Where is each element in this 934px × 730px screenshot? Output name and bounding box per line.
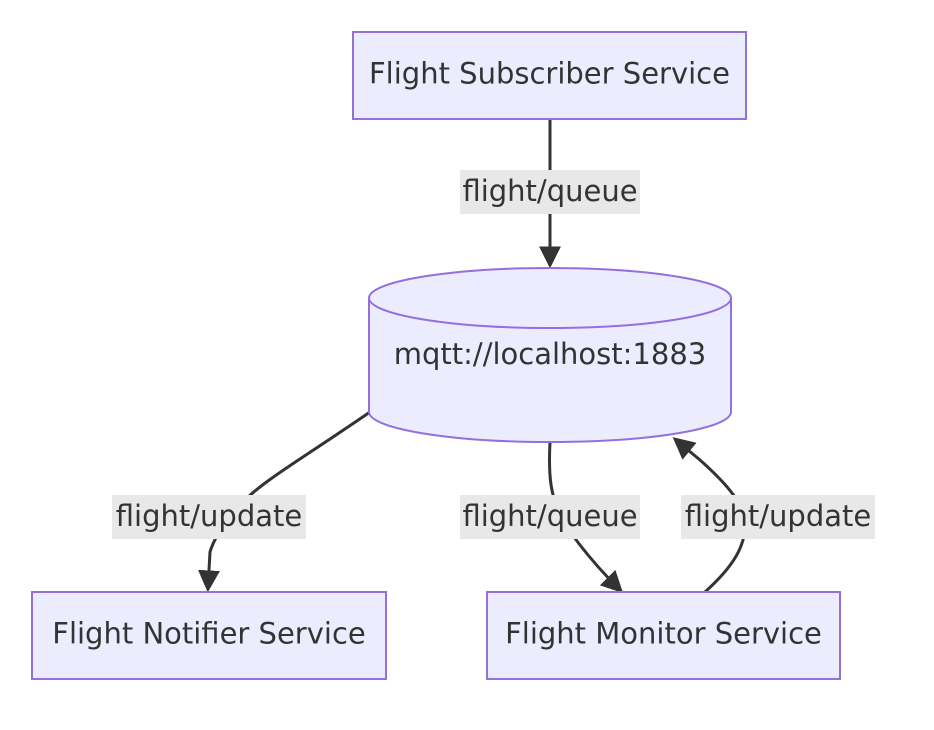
node-label-broker: mqtt://localhost:1883 — [394, 337, 706, 371]
node-flight-subscriber-service[interactable]: Flight Subscriber Service — [352, 31, 747, 120]
node-flight-monitor-service[interactable]: Flight Monitor Service — [486, 591, 841, 680]
edge-label-text: flight/update — [685, 499, 871, 533]
node-label-subscriber: Flight Subscriber Service — [369, 57, 730, 91]
node-label-notifier: Flight Notifier Service — [52, 617, 365, 651]
edge-label-subscriber-to-broker: flight/queue — [460, 170, 640, 214]
edge-label-monitor-to-broker: flight/update — [681, 495, 875, 539]
edge-label-broker-to-monitor: flight/queue — [460, 495, 640, 539]
edge-label-text: flight/queue — [462, 499, 637, 533]
node-mqtt-broker[interactable]: mqtt://localhost:1883 — [368, 267, 732, 443]
node-label-monitor: Flight Monitor Service — [505, 617, 822, 651]
edge-label-text: flight/queue — [462, 174, 637, 208]
edge-label-broker-to-notifier: flight/update — [112, 495, 306, 539]
node-flight-notifier-service[interactable]: Flight Notifier Service — [31, 591, 387, 680]
edge-label-text: flight/update — [116, 499, 302, 533]
